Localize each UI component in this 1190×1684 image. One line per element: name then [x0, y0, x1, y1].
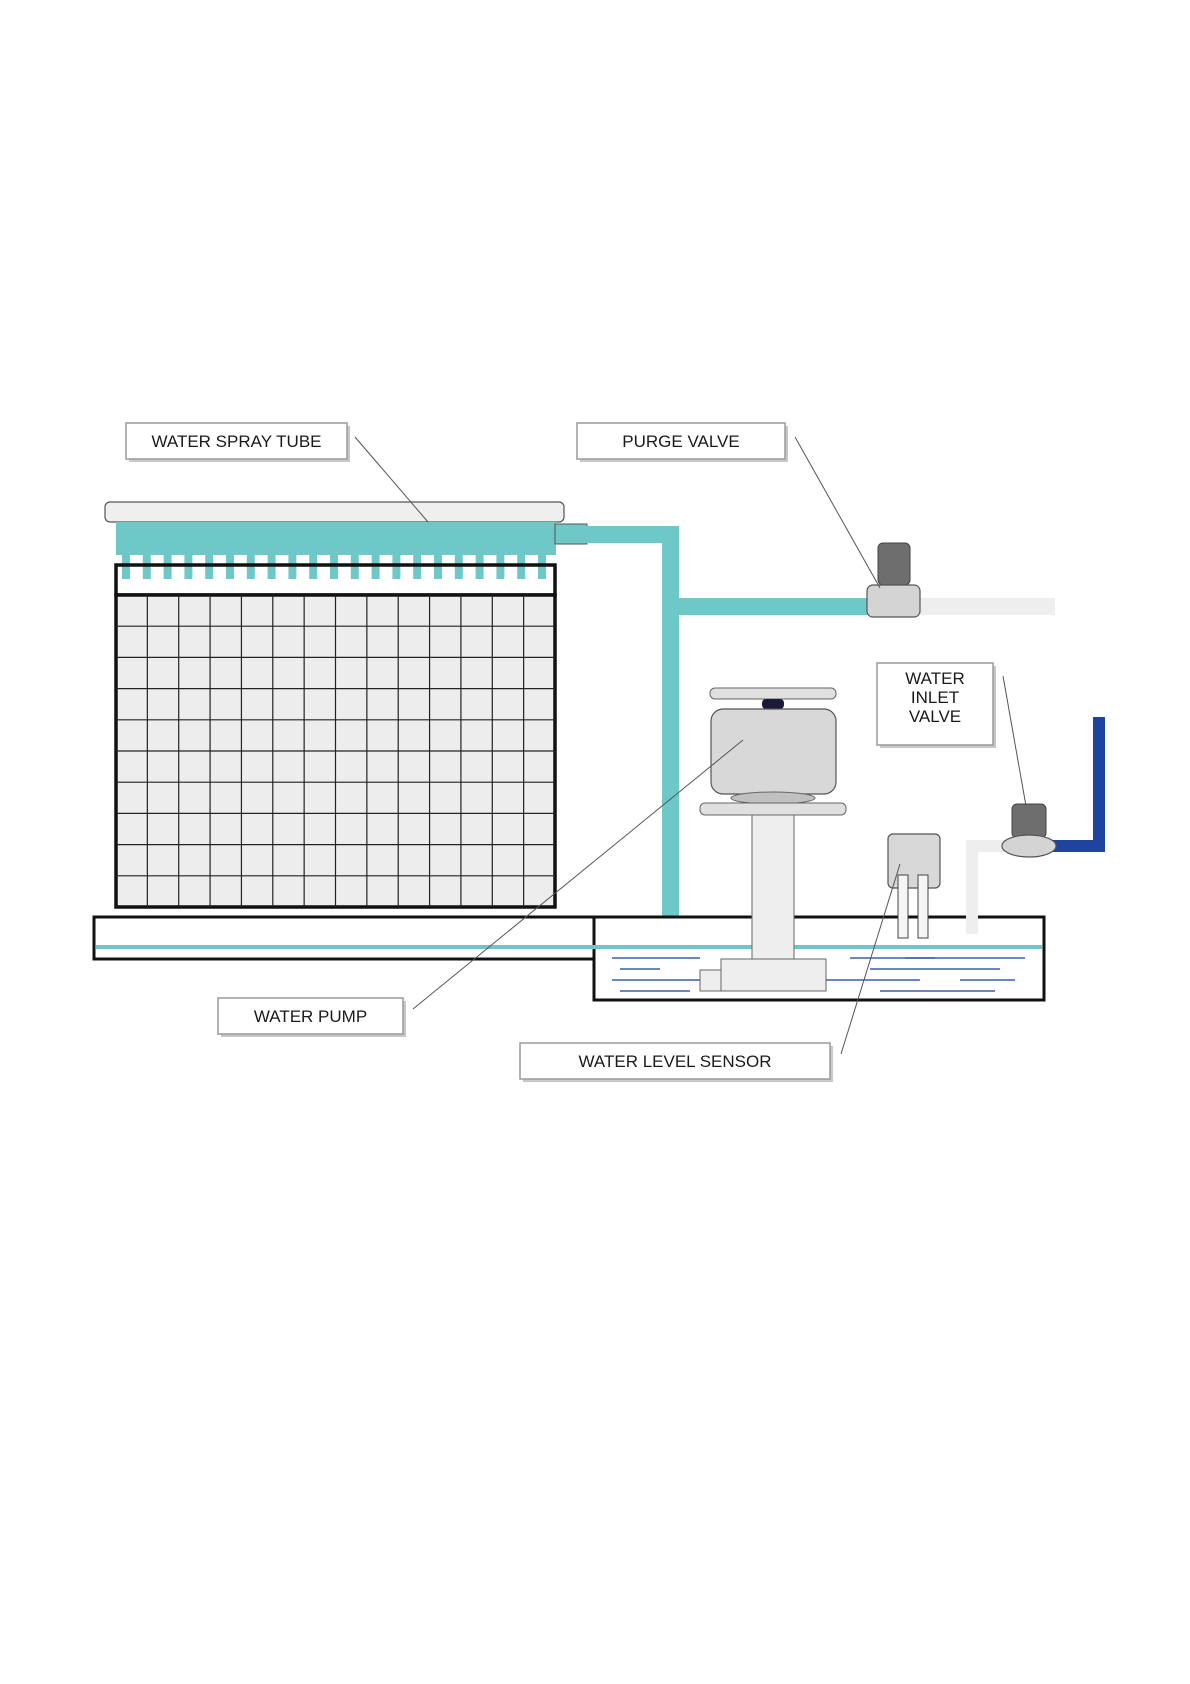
spray-nozzle — [392, 555, 400, 579]
supply-pipe-vertical — [1093, 717, 1105, 852]
purge-valve-actuator — [878, 543, 910, 585]
pipe-to-purge — [662, 598, 872, 615]
leader-purge-valve — [795, 437, 880, 588]
label-water-spray-tube-text: WATER SPRAY TUBE — [151, 432, 321, 451]
pump-mount-plate — [700, 803, 846, 815]
spray-nozzle — [309, 555, 317, 579]
spray-nozzle — [205, 555, 213, 579]
spray-nozzle — [455, 555, 463, 579]
label-water-pump-text: WATER PUMP — [254, 1007, 367, 1026]
label-purge-valve: PURGE VALVE — [577, 423, 788, 462]
water-inlet-assembly — [966, 717, 1105, 934]
pump-shaft-housing — [752, 815, 794, 959]
spray-nozzle — [268, 555, 276, 579]
purge-valve-body — [867, 585, 920, 617]
drain-pipe — [920, 598, 1055, 615]
spray-nozzle — [288, 555, 296, 579]
label-water-spray-tube: WATER SPRAY TUBE — [126, 423, 350, 462]
spray-tube-assembly — [105, 502, 587, 579]
inlet-drop-pipe — [966, 840, 978, 934]
inlet-valve-body — [1002, 835, 1056, 857]
sensor-probe-right — [918, 875, 928, 938]
pump-top-plate — [710, 688, 836, 699]
spray-nozzle — [122, 555, 130, 579]
pump-motor — [711, 709, 836, 794]
spray-nozzle — [351, 555, 359, 579]
pump-intake — [721, 959, 826, 991]
spray-nozzle — [330, 555, 338, 579]
spray-tube-cover — [105, 502, 564, 522]
label-purge-valve-text: PURGE VALVE — [622, 432, 739, 451]
inlet-valve-actuator — [1012, 804, 1046, 838]
spray-nozzle — [496, 555, 504, 579]
label-water-inlet-valve-line-3: VALVE — [909, 707, 961, 726]
water-spray-tube — [116, 522, 556, 555]
label-water-level-sensor: WATER LEVEL SENSOR — [520, 1043, 833, 1082]
spray-nozzle — [434, 555, 442, 579]
spray-nozzle — [164, 555, 172, 579]
spray-nozzle — [413, 555, 421, 579]
label-water-level-sensor-text: WATER LEVEL SENSOR — [578, 1052, 771, 1071]
spray-nozzle — [247, 555, 255, 579]
label-water-inlet-valve-line-2: INLET — [911, 688, 959, 707]
spray-nozzle — [517, 555, 525, 579]
spray-tube-outlet — [555, 524, 587, 544]
leader-water-inlet-valve — [1003, 676, 1026, 806]
pump-cap — [762, 699, 784, 709]
cooling-pad — [116, 565, 555, 907]
spray-nozzles — [122, 555, 546, 579]
spray-nozzle — [538, 555, 546, 579]
pump-outlet — [700, 970, 721, 991]
drain-tray — [94, 917, 594, 959]
sensor-probe-left — [898, 875, 908, 938]
spray-nozzle — [184, 555, 192, 579]
label-water-inlet-valve: WATER INLET VALVE — [877, 663, 996, 748]
sensor-head — [888, 834, 940, 888]
spray-nozzle — [226, 555, 234, 579]
spray-nozzle — [143, 555, 151, 579]
pump-motor-base — [731, 792, 815, 804]
inlet-drop-pipe-horizontal — [966, 840, 1006, 852]
spray-nozzle — [372, 555, 380, 579]
label-water-pump: WATER PUMP — [218, 998, 406, 1037]
spray-nozzle — [476, 555, 484, 579]
label-water-inlet-valve-line-1: WATER — [905, 669, 965, 688]
